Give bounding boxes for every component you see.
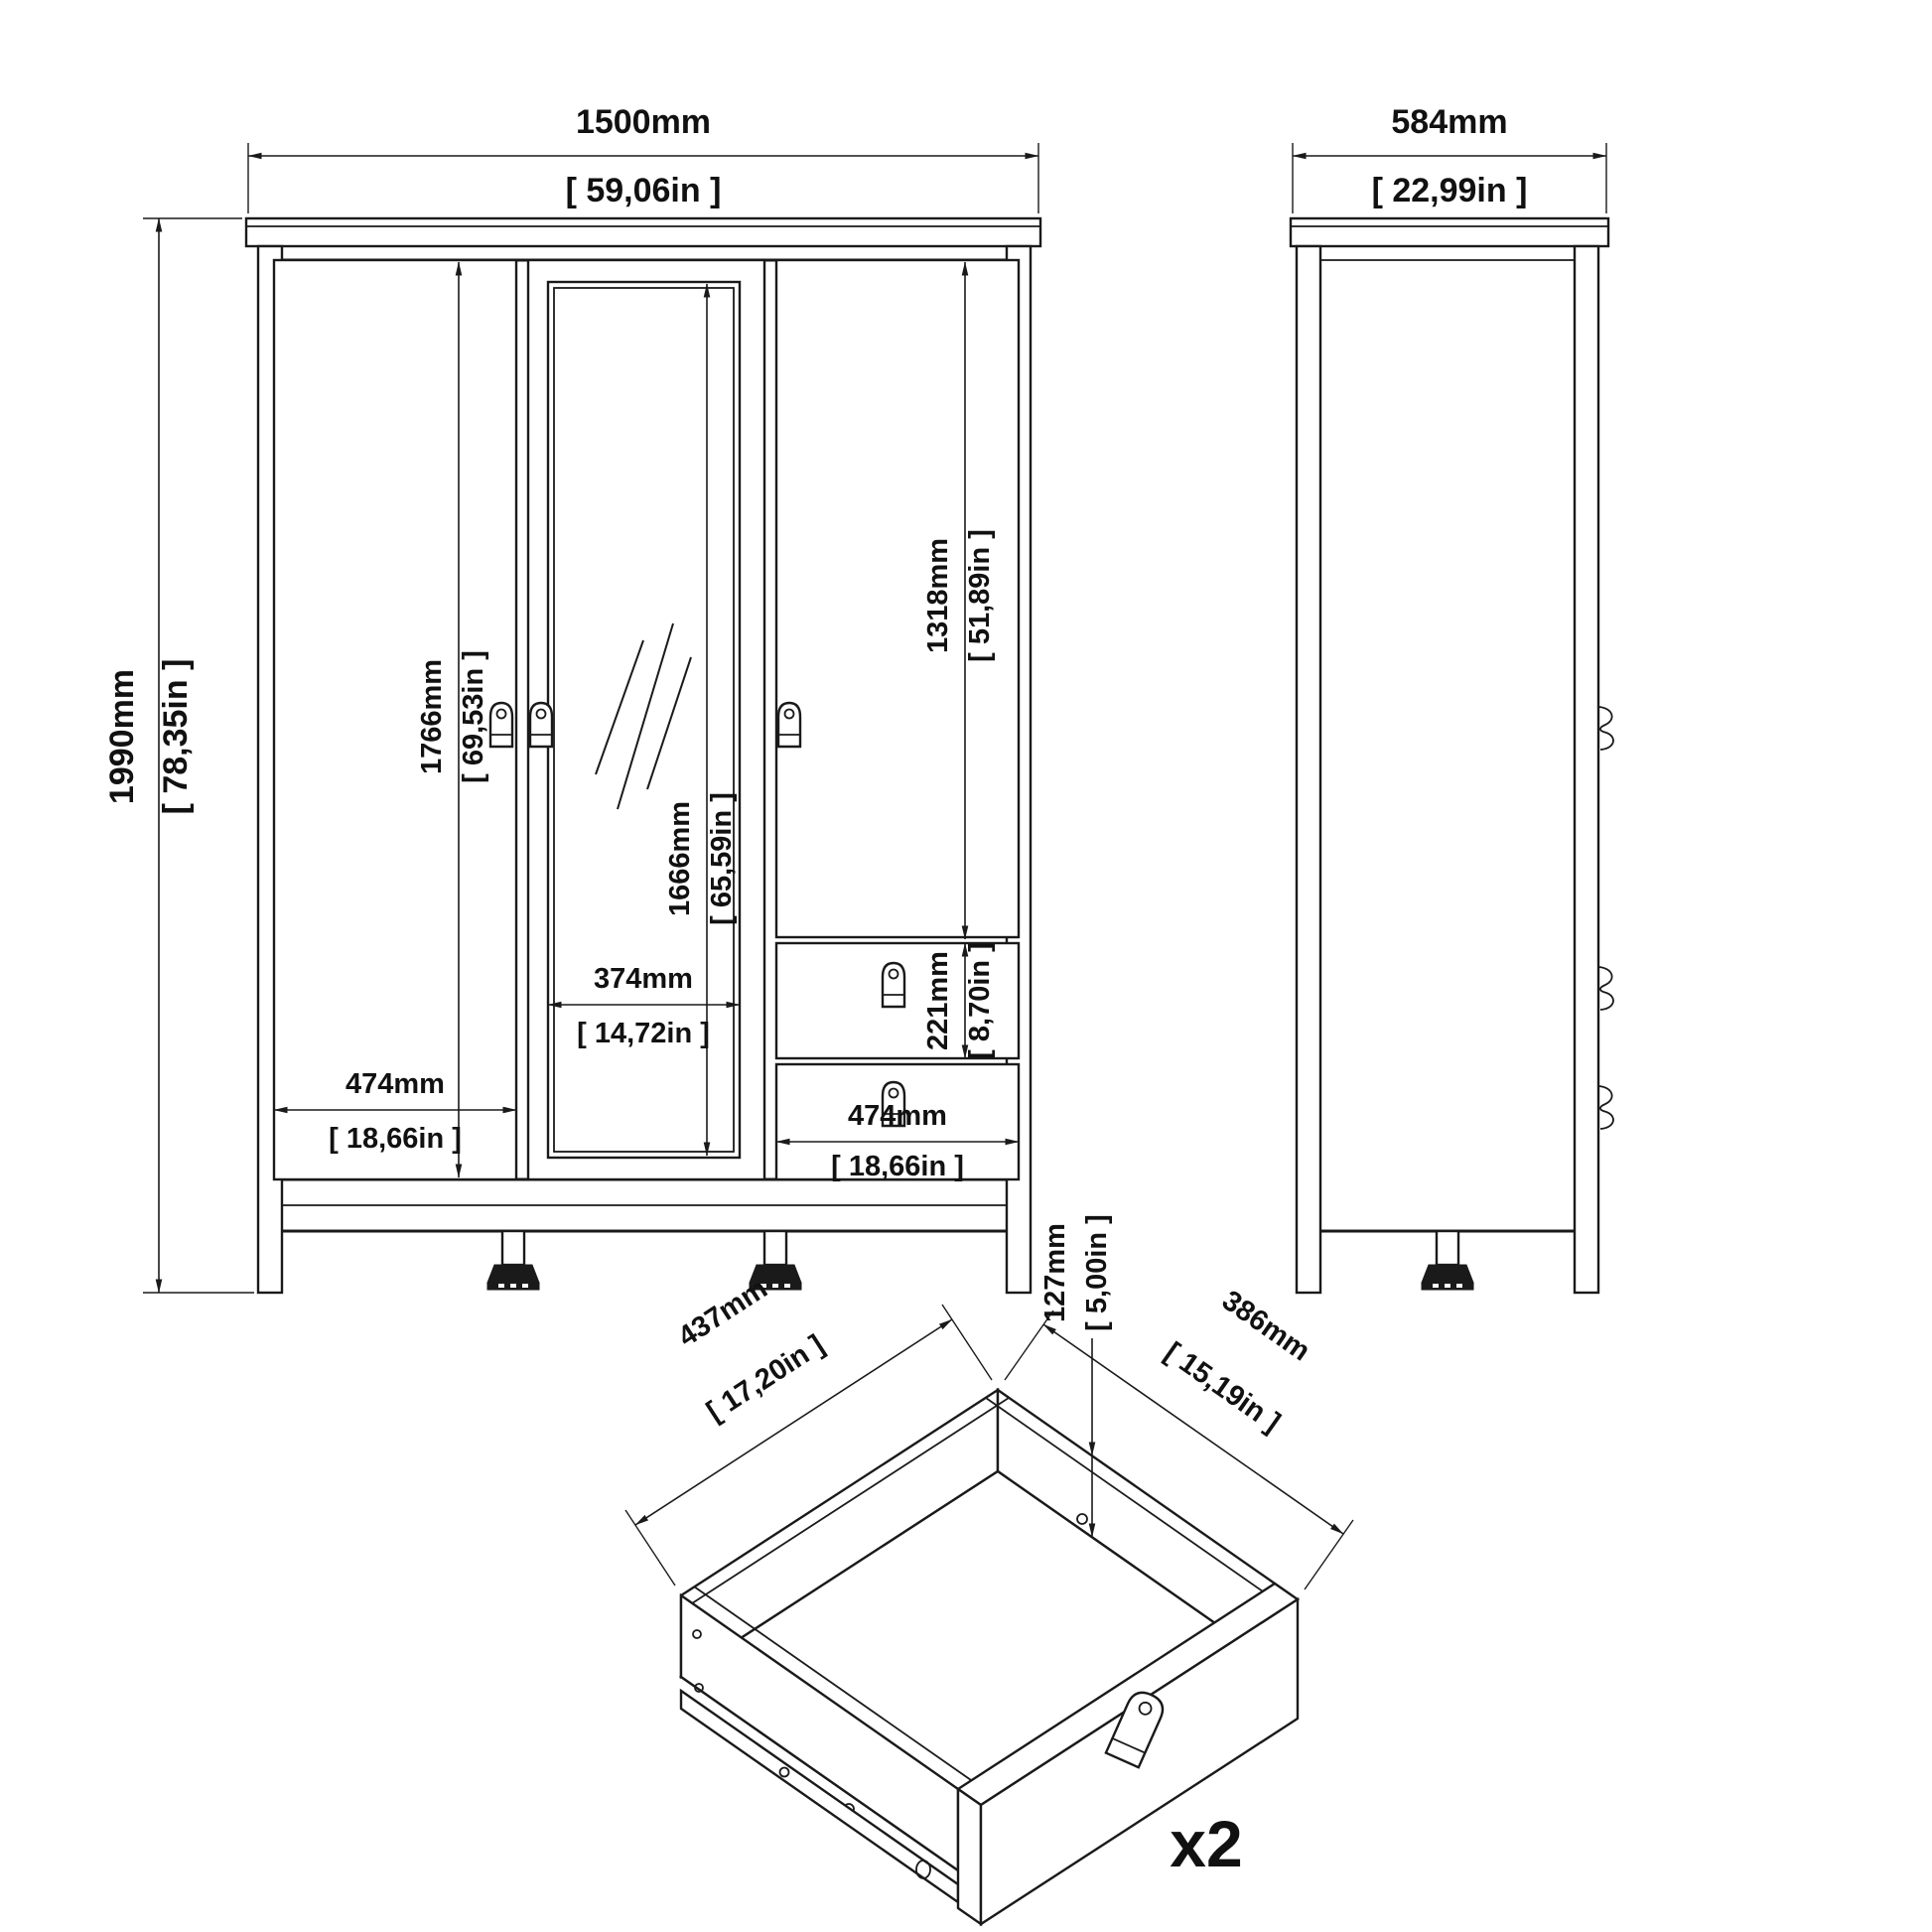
dim-right-drawer-width: 474mm [ 18,66in ] bbox=[775, 1100, 1020, 1182]
drawer-quantity-label: x2 bbox=[1170, 1807, 1242, 1880]
drawer-height-mm-label: 127mm bbox=[1039, 1223, 1071, 1322]
drawer-front-handle-icon bbox=[1104, 1691, 1165, 1769]
dim-front-height: 1990mm [ 78,35in ] bbox=[103, 217, 254, 1294]
dim-right-door-height: 1318mm [ 51,89in ] bbox=[922, 261, 996, 940]
side-screw-2-icon bbox=[694, 1683, 704, 1693]
left-door-height-mm-label: 1766mm bbox=[416, 659, 448, 774]
front-mirror-inner-frame bbox=[553, 287, 735, 1153]
dim-drawer-height: 127mm [ 5,00in ] bbox=[1039, 1214, 1113, 1538]
dim-left-door-height: 1766mm [ 69,53in ] bbox=[416, 261, 489, 1178]
mirror-reflection-icon bbox=[595, 622, 692, 810]
right-door-height-mm-label: 1318mm bbox=[922, 538, 954, 653]
right-door-handle-icon bbox=[776, 701, 802, 749]
drawer-depth-in-label: [ 15,19in ] bbox=[1159, 1336, 1286, 1439]
drawer-front-end-edge bbox=[956, 1786, 983, 1927]
mirror-width-mm-label: 374mm bbox=[594, 963, 693, 995]
dim-mirror-width: 374mm [ 14,72in ] bbox=[547, 963, 741, 1049]
dim-front-width: 1500mm [ 59,06in ] bbox=[247, 103, 1039, 213]
side-handle-hook-drawer2-icon bbox=[1597, 1085, 1614, 1130]
side-back-stile bbox=[1573, 244, 1600, 1295]
side-foot bbox=[1421, 1229, 1474, 1291]
front-left-door bbox=[272, 258, 518, 1181]
side-handle-hook-door-icon bbox=[1597, 706, 1614, 751]
right-drawer-width-mm-label: 474mm bbox=[848, 1100, 947, 1132]
dim-side-depth: 584mm [ 22,99in ] bbox=[1292, 103, 1607, 213]
drawer-width-in-label: [ 17,20in ] bbox=[701, 1329, 830, 1429]
mirror-height-in-label: [ 65,59in ] bbox=[706, 792, 738, 925]
runner-wheel-icon bbox=[915, 1860, 931, 1879]
dim-left-door-width: 474mm [ 18,66in ] bbox=[273, 1068, 517, 1155]
side-depth-in-label: [ 22,99in ] bbox=[1372, 172, 1528, 209]
runner-screw-icon bbox=[778, 1766, 790, 1778]
front-height-mm-label: 1990mm bbox=[103, 669, 141, 804]
drawer-front-height-mm-label: 221mm bbox=[922, 951, 954, 1050]
drawer-width-mm-label: 437mm bbox=[672, 1273, 772, 1353]
front-width-mm-label: 1500mm bbox=[576, 103, 711, 141]
side-handle-hook-drawer1-icon bbox=[1597, 966, 1614, 1011]
front-right-door bbox=[774, 258, 1021, 939]
front-height-in-label: [ 78,35in ] bbox=[157, 659, 195, 815]
mirror-height-mm-label: 1666mm bbox=[664, 801, 696, 916]
left-door-height-in-label: [ 69,53in ] bbox=[458, 650, 489, 783]
right-door-height-in-label: [ 51,89in ] bbox=[964, 529, 996, 662]
front-top-panel bbox=[244, 216, 1042, 248]
front-foot-right bbox=[749, 1229, 802, 1291]
left-door-handle-icon bbox=[488, 701, 514, 749]
front-width-in-label: [ 59,06in ] bbox=[566, 172, 722, 209]
drawer-height-in-label: [ 5,00in ] bbox=[1081, 1214, 1113, 1331]
middle-door-handle-icon bbox=[528, 701, 554, 749]
front-foot-left bbox=[486, 1229, 540, 1291]
drawer-2-handle-icon bbox=[881, 1080, 906, 1128]
side-front-stile bbox=[1295, 244, 1322, 1295]
drawer-depth-mm-label: 386mm bbox=[1216, 1285, 1315, 1368]
mirror-width-in-label: [ 14,72in ] bbox=[577, 1018, 710, 1049]
right-drawer-width-in-label: [ 18,66in ] bbox=[831, 1151, 964, 1182]
wardrobe-side-view bbox=[1289, 216, 1614, 1295]
dim-drawer-front-height: 221mm [ 8,70in ] bbox=[922, 942, 996, 1059]
dim-mirror-height: 1666mm [ 65,59in ] bbox=[664, 283, 738, 1157]
drawer-left-rim-edge bbox=[693, 1586, 972, 1781]
drawer-1-handle-icon bbox=[881, 961, 906, 1009]
side-screw-1-icon bbox=[692, 1629, 702, 1639]
side-top-panel bbox=[1289, 216, 1610, 248]
drawer-detail-view bbox=[678, 1387, 1301, 1927]
drawer-front-height-in-label: [ 8,70in ] bbox=[964, 942, 996, 1059]
left-door-width-mm-label: 474mm bbox=[345, 1068, 445, 1100]
wardrobe-front-view bbox=[244, 216, 1042, 1295]
side-depth-mm-label: 584mm bbox=[1391, 103, 1507, 141]
left-door-width-in-label: [ 18,66in ] bbox=[329, 1123, 462, 1155]
